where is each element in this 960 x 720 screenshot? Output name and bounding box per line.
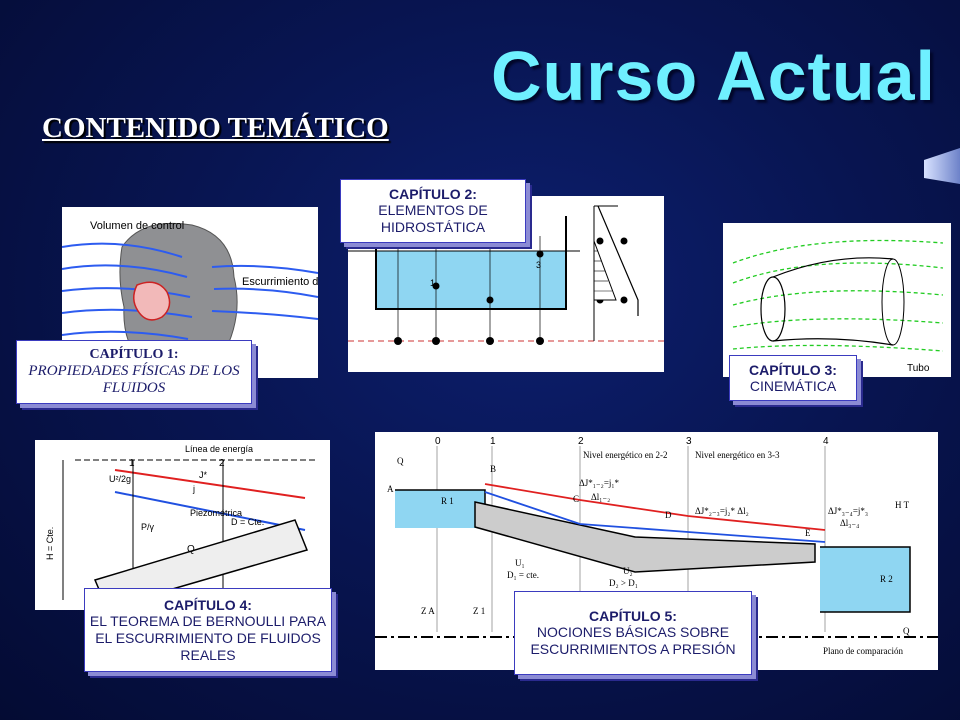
chapter-1-subject: PROPIEDADES FÍSICAS DE LOS FLUIDOS (28, 363, 240, 396)
figure-hydrostatics: 1 3 (348, 196, 664, 372)
tube-label: Tubo (907, 363, 930, 374)
diameter-d2: D₂ > D₁ (609, 578, 638, 588)
chapter-3-caption[interactable]: CAPÍTULO 3: CINEMÁTICA (729, 355, 857, 401)
elevation-za: Z A (421, 606, 435, 616)
chapter-5-title: CAPÍTULO 5: (589, 608, 677, 624)
velocity-head-label: U²/2g (109, 474, 131, 484)
chapter-4-subject: EL TEOREMA DE BERNOULLI PARA EL ESCURRIM… (89, 612, 327, 663)
total-head-label: H = Cte. (45, 527, 55, 560)
inflow-q-label: Q (397, 456, 404, 466)
velocity-u1: U₁ (515, 558, 525, 568)
point-a: A (387, 484, 394, 494)
point-d: D (665, 510, 672, 520)
j-label: j (192, 484, 195, 494)
chapter-5-subject: NOCIONES BÁSICAS SOBRE ESCURRIMIENTOS A … (530, 624, 736, 657)
total-head-ht: H T (895, 500, 910, 510)
slide-subtitle: CONTENIDO TEMÁTICO (42, 112, 389, 144)
jstar-label: J* (199, 470, 208, 480)
reservoir-1-label: R 1 (441, 496, 454, 506)
point-b: B (490, 464, 496, 474)
control-volume-label: Volumen de control (90, 220, 184, 232)
hydro-point-1: 1 (430, 278, 435, 288)
figure-bernoulli: Línea de energía Piezométrica 1 2 U²/2g … (35, 440, 330, 610)
loss-3-4: ΔJ*₃₋₄=j*₃ (828, 506, 868, 516)
section-4: 4 (823, 436, 829, 447)
chapter-1-caption[interactable]: CAPÍTULO 1: PROPIEDADES FÍSICAS DE LOS F… (16, 340, 252, 404)
diameter-label: D = Cte. (231, 517, 264, 527)
chapter-4-caption[interactable]: CAPÍTULO 4: EL TEOREMA DE BERNOULLI PARA… (84, 588, 332, 672)
fluid-flow-label: Escurrimiento del fluido (242, 276, 318, 288)
reference-plane-label: Plano de comparación (823, 646, 903, 656)
section-2: 2 (578, 436, 584, 447)
bernoulli-section-1: 1 (129, 458, 135, 469)
chapter-1-title: CAPÍTULO 1: (89, 347, 179, 362)
point-c: C (573, 494, 579, 504)
elevation-z1: Z 1 (473, 606, 485, 616)
bernoulli-section-2: 2 (219, 458, 225, 469)
piezometric-label: Piezométrica (190, 508, 242, 518)
loss-2-3: ΔJ*₂₋₃=j₂* Δl₂ (695, 506, 749, 516)
chapter-2-caption[interactable]: CAPÍTULO 2: ELEMENTOS DE HIDROSTÁTICA (340, 179, 526, 243)
length-3-4: Δl₃₋₄ (840, 518, 859, 528)
slide-title: Curso Actual (490, 37, 936, 115)
chapter-3-title: CAPÍTULO 3: (749, 361, 837, 378)
energy-line-label: Línea de energía (185, 444, 253, 454)
chapter-5-caption[interactable]: CAPÍTULO 5: NOCIONES BÁSICAS SOBRE ESCUR… (514, 591, 752, 675)
section-0: 0 (435, 436, 441, 447)
reservoir-2-label: R 2 (880, 574, 893, 584)
velocity-u2: U₂ (623, 566, 633, 576)
chapter-2-title: CAPÍTULO 2: (389, 186, 477, 202)
chapter-4-title: CAPÍTULO 4: (164, 596, 252, 613)
figure-kinematics: Tubo (723, 223, 951, 377)
section-1: 1 (490, 436, 496, 447)
energy-level-3-label: Nivel energético en 3-3 (695, 450, 780, 460)
pressure-head-label: P/γ (141, 522, 155, 532)
point-e: E (805, 528, 811, 538)
outflow-q-label: Q (903, 626, 910, 636)
energy-level-2-label: Nivel energético en 2-2 (583, 450, 668, 460)
diameter-d1: D₁ = cte. (507, 570, 539, 580)
length-1-2: Δl₁₋₂ (591, 492, 610, 502)
discharge-label: Q (187, 544, 195, 555)
chapter-2-subject: ELEMENTOS DE HIDROSTÁTICA (378, 202, 488, 235)
hydro-point-3: 3 (536, 260, 541, 270)
chapter-3-subject: CINEMÁTICA (749, 377, 837, 394)
corner-decoration (924, 148, 960, 184)
section-3: 3 (686, 436, 692, 447)
loss-1-2: ΔJ*₁₋₂=j₁* (579, 478, 620, 488)
